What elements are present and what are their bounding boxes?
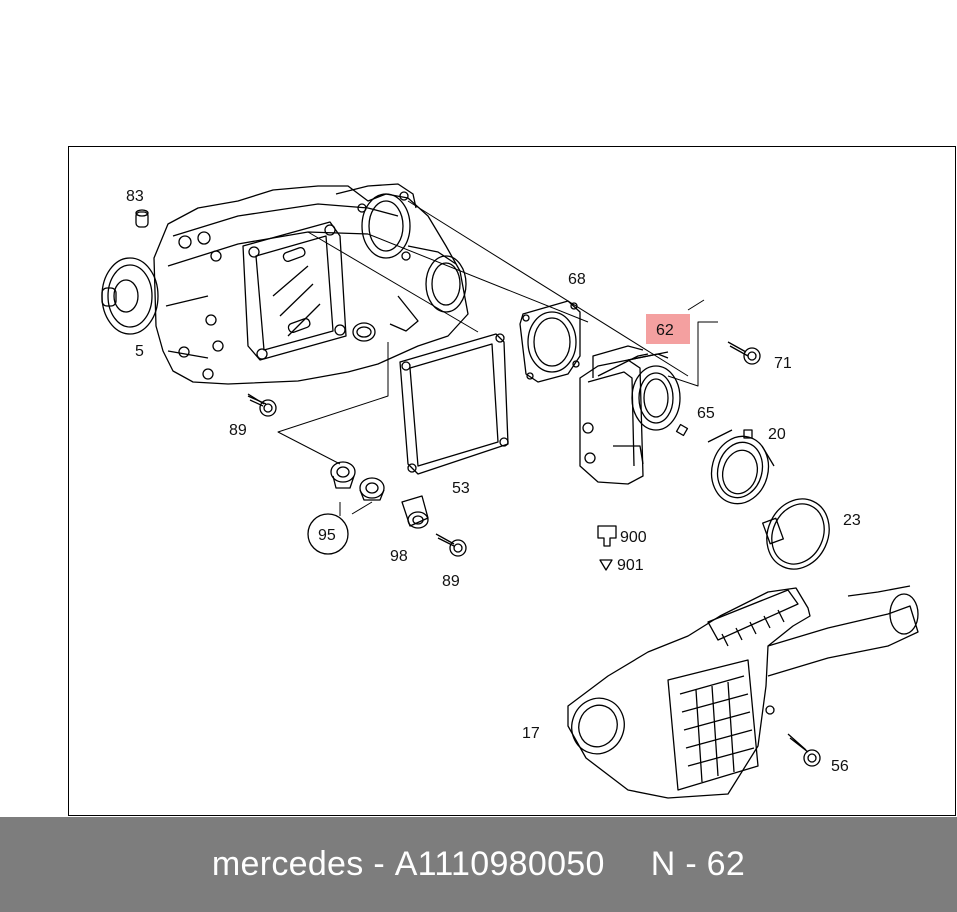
- leader-lines: [277, 200, 718, 516]
- bolt-71-part: [727, 341, 761, 365]
- label-95: 95: [318, 527, 336, 544]
- label-71: 71: [774, 355, 792, 372]
- label-65: 65: [697, 405, 715, 422]
- supercharger-part: [101, 183, 469, 385]
- gasket-53-part: [399, 333, 509, 475]
- diagram-frame: [68, 146, 956, 816]
- coupling-20-part: [707, 429, 775, 505]
- label-20: 20: [768, 426, 786, 443]
- label-23: 23: [843, 512, 861, 529]
- label-900: 900: [620, 529, 647, 546]
- sleeve-83-part: [135, 209, 149, 228]
- throttle-body-65-part: [579, 345, 689, 485]
- label-53: 53: [452, 480, 470, 497]
- part-number: A1110980050: [394, 845, 605, 883]
- seal-901-part: [599, 559, 613, 571]
- label-901: 901: [617, 557, 644, 574]
- sleeve-98-part: [401, 495, 429, 529]
- label-98: 98: [390, 548, 408, 565]
- label-68: 68: [568, 271, 586, 288]
- bolt-56-part: [787, 733, 821, 767]
- callout-circle-95: [307, 513, 349, 555]
- gasket-68-part: [519, 300, 581, 383]
- clamp-23-part: [762, 498, 830, 570]
- part-info-footer: mercedes - A1110980050 N - 62: [0, 817, 957, 912]
- brand-separator: -: [373, 845, 385, 883]
- position-label: N - 62: [650, 845, 746, 883]
- bolt-89-upper-part: [247, 393, 277, 417]
- label-83: 83: [126, 188, 144, 205]
- label-89-upper: 89: [229, 422, 247, 439]
- connector-900-part: [597, 525, 617, 547]
- nut-95-part: [330, 461, 385, 501]
- brand-name: mercedes: [211, 845, 364, 883]
- label-5: 5: [135, 343, 144, 360]
- label-89-lower: 89: [442, 573, 460, 590]
- parts-diagram: 83 5 68 62 71 65 20 89 53 23 95 98 89 90…: [101, 183, 919, 799]
- intake-manifold-17-part: [567, 585, 919, 799]
- label-56: 56: [831, 758, 849, 775]
- label-17: 17: [522, 725, 540, 742]
- highlight-62: [646, 314, 690, 344]
- label-62: 62: [656, 322, 674, 339]
- bolt-89-lower-part: [435, 533, 467, 557]
